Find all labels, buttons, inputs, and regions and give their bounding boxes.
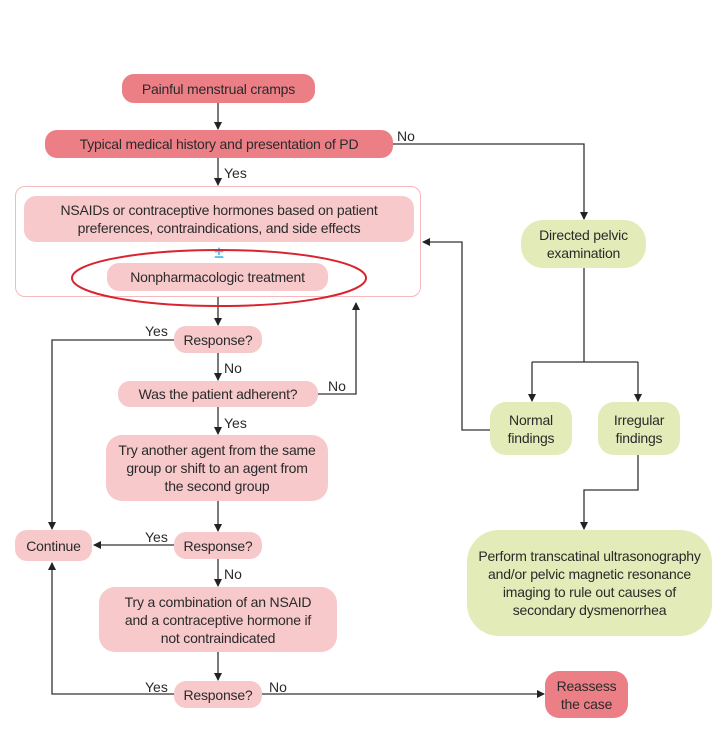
label-history-yes: Yes <box>224 165 247 181</box>
node-response-1: Response? <box>174 326 262 353</box>
label-history-no: No <box>397 128 415 144</box>
node-nsaids-contraceptives: NSAIDs or contraceptive hormones based o… <box>24 196 414 242</box>
node-response-3: Response? <box>174 681 262 708</box>
label-r2-yes: Yes <box>145 529 168 545</box>
node-painful-cramps: Painful menstrual cramps <box>122 74 315 103</box>
edge-r1-yes <box>48 339 174 530</box>
plus-minus-symbol: ± <box>214 243 224 262</box>
label-r1-no: No <box>224 360 242 376</box>
node-irregular-findings: Irregular findings <box>598 402 680 455</box>
label-r1-yes: Yes <box>145 323 168 339</box>
edge-r3-yes <box>48 562 174 695</box>
edge-exam-split <box>532 268 638 363</box>
node-imaging: Perform transcatinal ultrasonography and… <box>467 530 712 636</box>
node-nonpharmacologic: Nonpharmacologic treatment <box>107 263 328 291</box>
edge-normal-back <box>422 238 490 431</box>
node-continue: Continue <box>15 530 92 561</box>
edge-irregular-imaging <box>580 455 639 530</box>
node-combination: Try a combination of an NSAID and a cont… <box>99 587 337 652</box>
node-reassess: Reassess the case <box>545 671 628 718</box>
label-adherent-yes: Yes <box>224 415 247 431</box>
node-try-another-agent: Try another agent from the same group or… <box>106 435 328 501</box>
label-adherent-no: No <box>328 378 346 394</box>
edge-adherent-no <box>318 302 360 395</box>
label-r3-no: No <box>269 679 287 695</box>
label-r3-yes: Yes <box>145 679 168 695</box>
label-r2-no: No <box>224 566 242 582</box>
node-adherent: Was the patient adherent? <box>118 381 318 407</box>
node-pelvic-exam: Directed pelvic examination <box>521 220 646 268</box>
edge-history-no <box>393 143 588 220</box>
node-medical-history: Typical medical history and presentation… <box>45 130 393 158</box>
node-normal-findings: Normal findings <box>490 402 572 455</box>
node-response-2: Response? <box>174 532 262 559</box>
